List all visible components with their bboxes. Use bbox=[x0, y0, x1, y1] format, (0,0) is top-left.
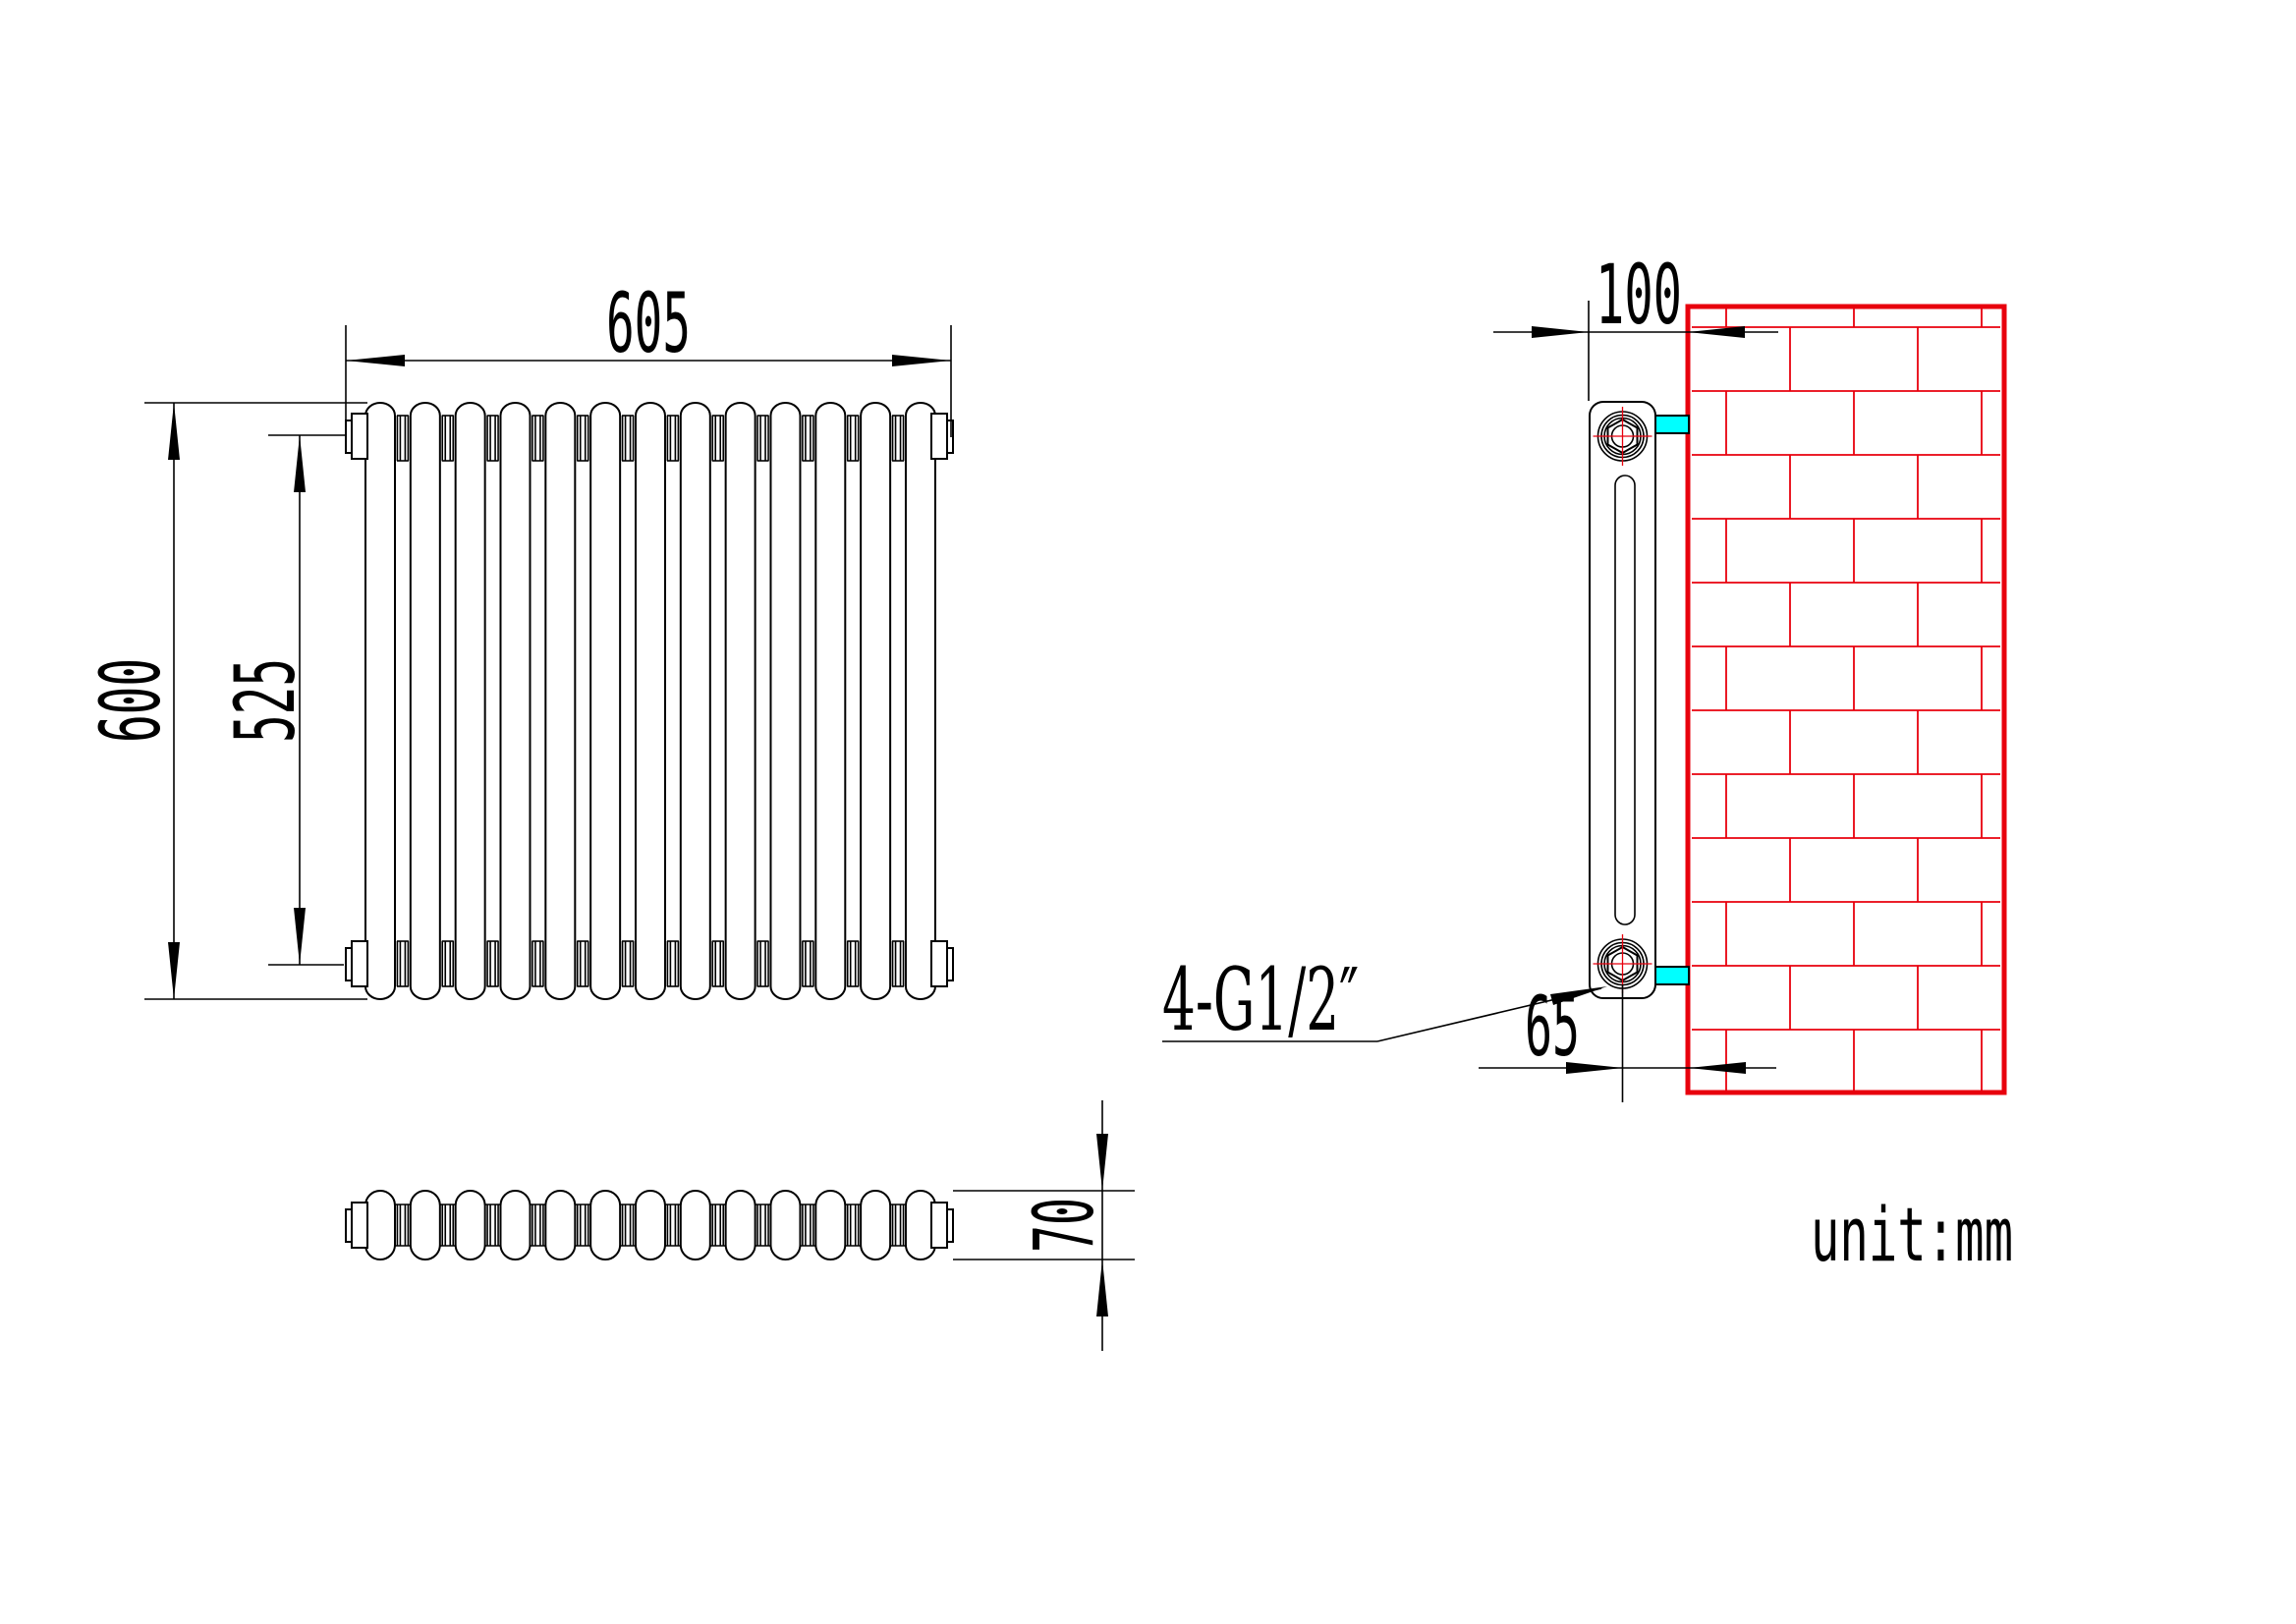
dim-width-label: 605 bbox=[606, 275, 691, 371]
wall-bracket-bottom bbox=[1654, 966, 1690, 985]
section-oval bbox=[814, 1190, 847, 1260]
front-end-bushings bbox=[345, 413, 954, 987]
radiator-column bbox=[724, 402, 756, 1000]
arrowhead-left bbox=[1532, 326, 1589, 338]
end-bushing-step bbox=[345, 1208, 353, 1243]
radiator-column bbox=[499, 402, 532, 1000]
plan-end-bushings bbox=[345, 1202, 954, 1249]
section-oval bbox=[860, 1190, 892, 1260]
radiator-sections bbox=[364, 402, 936, 1000]
end-bushing-step bbox=[946, 1208, 954, 1243]
section-oval bbox=[499, 1190, 532, 1260]
radiator-column bbox=[634, 402, 666, 1000]
end-bushing-step bbox=[345, 420, 353, 454]
arrowhead-bottom bbox=[294, 908, 306, 965]
dim-depth: 70 bbox=[953, 1100, 1135, 1351]
end-bushing-step bbox=[946, 420, 954, 454]
arrowhead-bottom bbox=[1096, 1260, 1108, 1316]
brick-wall bbox=[1685, 304, 2007, 1095]
end-bushing-step bbox=[946, 947, 954, 981]
end-bushing bbox=[351, 940, 368, 987]
dim-height: 600 bbox=[83, 402, 367, 1000]
end-bushing bbox=[930, 940, 948, 987]
connection-callout: 4-G1/2″ bbox=[1162, 949, 1607, 1050]
connection-label: 4-G1/2″ bbox=[1162, 949, 1359, 1050]
end-bushing-step bbox=[345, 947, 353, 981]
dim-depth-label: 70 bbox=[1016, 1198, 1112, 1253]
radiator-column bbox=[364, 402, 396, 1000]
wall-outline bbox=[1685, 304, 2007, 1095]
section-oval bbox=[634, 1190, 666, 1260]
side-profile bbox=[1589, 401, 1656, 999]
end-bushing bbox=[930, 1202, 948, 1249]
section-joints bbox=[396, 415, 905, 987]
end-bushing bbox=[351, 1202, 368, 1249]
arrowhead-right bbox=[1688, 326, 1745, 338]
bottom-bushing bbox=[1593, 934, 1652, 993]
radiator-column bbox=[904, 402, 936, 1000]
section-oval bbox=[364, 1190, 396, 1260]
side-view bbox=[1589, 401, 1690, 1102]
radiator-column bbox=[860, 402, 892, 1000]
dim-width: 605 bbox=[345, 275, 952, 444]
wall-bracket-top bbox=[1654, 415, 1690, 434]
arrowhead-left bbox=[1566, 1062, 1623, 1074]
front-view bbox=[345, 402, 954, 1000]
arrowhead-top bbox=[294, 435, 306, 492]
section-oval bbox=[679, 1190, 711, 1260]
arrowhead-top bbox=[1096, 1134, 1108, 1191]
plan-joints bbox=[396, 1204, 905, 1246]
unit-label: unit:mm bbox=[1811, 1191, 2013, 1278]
radiator-column bbox=[679, 402, 711, 1000]
section-oval bbox=[724, 1190, 756, 1260]
section-oval bbox=[544, 1190, 577, 1260]
dim-port-spacing-label: 525 bbox=[217, 658, 313, 743]
arrowhead-top bbox=[168, 403, 180, 460]
radiator-column bbox=[589, 402, 622, 1000]
section-oval bbox=[589, 1190, 622, 1260]
dim-wall-to-front: 100 bbox=[1493, 247, 1778, 401]
arrowhead-bottom bbox=[168, 942, 180, 999]
side-slot bbox=[1614, 475, 1636, 925]
arrowhead-right bbox=[892, 355, 951, 366]
dim-height-label: 600 bbox=[83, 658, 179, 743]
arrowhead-right bbox=[1689, 1062, 1746, 1074]
radiator-column bbox=[409, 402, 441, 1000]
section-oval bbox=[409, 1190, 441, 1260]
dim-wall-to-front-label: 100 bbox=[1596, 247, 1682, 343]
dim-port-spacing: 525 bbox=[217, 434, 346, 966]
top-bushing bbox=[1593, 407, 1652, 466]
section-oval bbox=[454, 1190, 486, 1260]
leader-arrowhead bbox=[1550, 986, 1607, 1005]
radiator-column bbox=[454, 402, 486, 1000]
section-oval bbox=[769, 1190, 802, 1260]
radiator-column bbox=[544, 402, 577, 1000]
plan-section-ovals bbox=[364, 1190, 936, 1260]
top-view bbox=[345, 1190, 954, 1260]
radiator-column bbox=[769, 402, 802, 1000]
end-bushing bbox=[930, 413, 948, 460]
brick-pattern bbox=[1692, 307, 2000, 1091]
end-bushing bbox=[351, 413, 368, 460]
arrowhead-left bbox=[346, 355, 405, 366]
radiator-column bbox=[814, 402, 847, 1000]
